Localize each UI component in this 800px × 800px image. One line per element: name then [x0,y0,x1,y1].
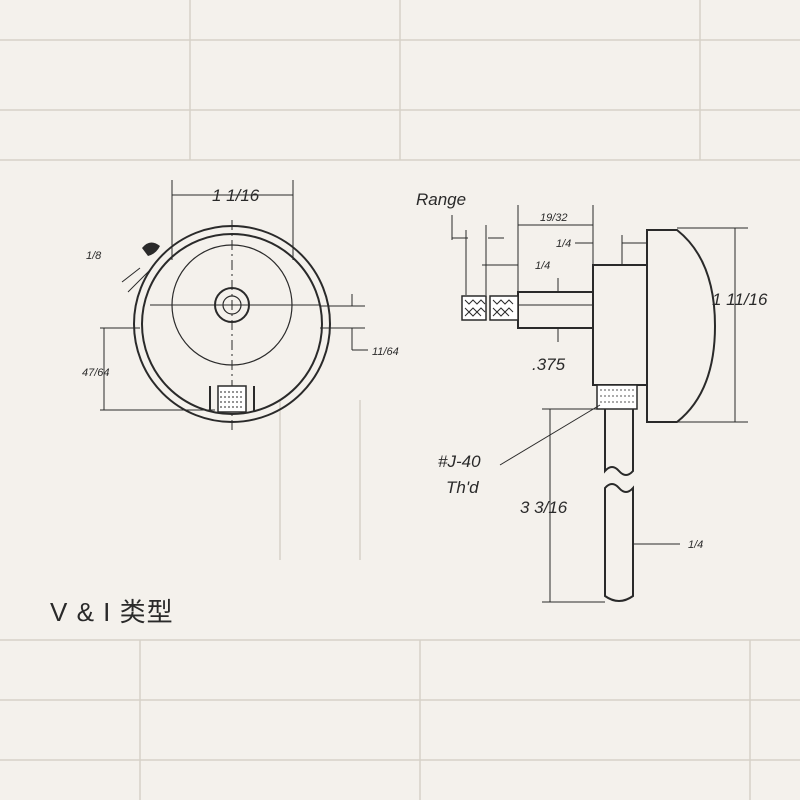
thread-line2: Th'd [446,478,479,497]
stem-lower [604,483,634,602]
threaded-boss [217,385,247,413]
dim-width: 1 1/16 [212,186,260,205]
dim-19-32: 19/32 [540,212,568,224]
dim-quarter-top: 1/4 [556,238,571,250]
front-view: 1 1/16 1/8 47/64 11/64 [82,180,399,432]
range-label: Range [416,190,466,209]
caption: V & I 类型 [50,597,174,627]
dim-right: 11/64 [372,346,399,358]
thread-block [596,384,638,410]
thread-line1: #J-40 [438,452,481,471]
dim-stem-dia: 1/4 [688,539,703,551]
dim-stem: 3 3/16 [520,498,568,517]
notch [142,242,160,256]
knurl-2 [489,295,519,321]
dim-notch: 1/8 [86,250,102,262]
dim-quarter-mid: 1/4 [535,260,550,272]
dim-375: .375 [532,355,566,374]
dim-height: 1 11/16 [712,290,768,309]
shaft [517,291,594,329]
stem-upper [604,409,634,476]
gauge-body [592,264,648,386]
dome-head [646,229,717,423]
side-view: Range 19/32 1/4 1/4 .375 1 11/16 #J-40 T… [416,190,768,603]
knurl-1 [461,295,487,321]
dim-left: 47/64 [82,367,110,379]
